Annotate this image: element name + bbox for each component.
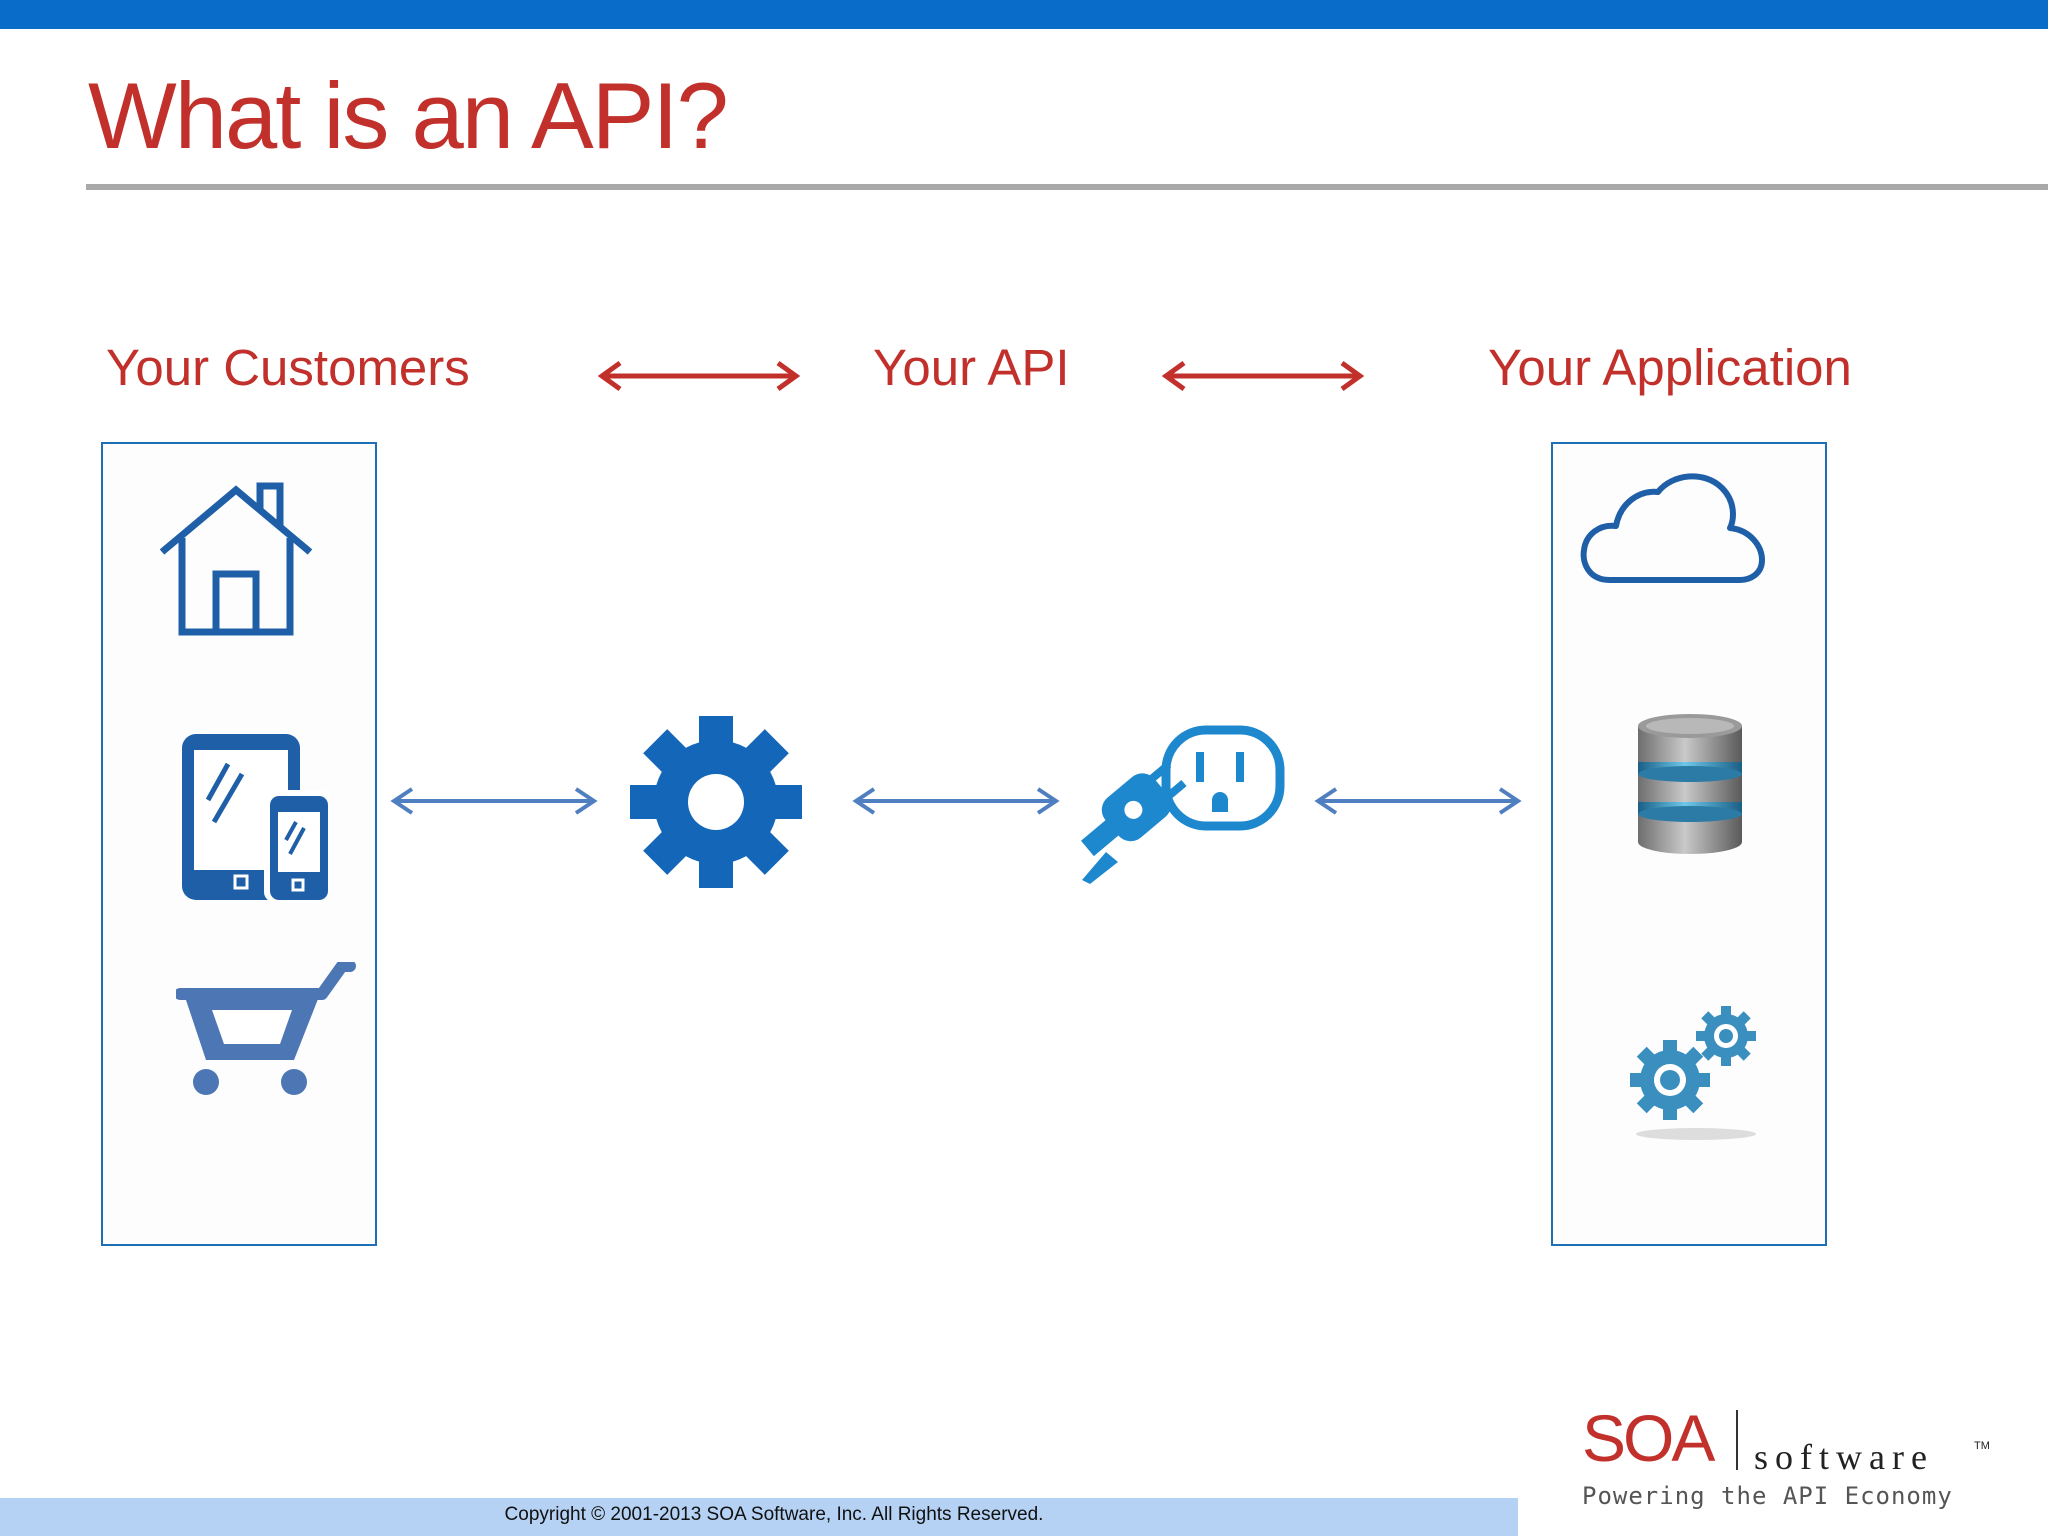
double-arrow-api-application <box>1161 360 1365 392</box>
double-arrow-plug-application <box>1314 787 1522 815</box>
double-arrow-customers-api <box>597 360 801 392</box>
copyright-text: Copyright © 2001-2013 SOA Software, Inc.… <box>504 1504 1044 1525</box>
double-arrow-gear-plug <box>852 787 1060 815</box>
plug-socket-icon <box>1081 725 1285 884</box>
shopping-cart-icon <box>176 962 356 1095</box>
logo-divider <box>1736 1410 1738 1470</box>
gear-icon <box>630 716 802 888</box>
label-your-api: Your API <box>873 339 1070 396</box>
slide-title: What is an API? <box>88 63 729 168</box>
database-icon <box>1638 714 1742 854</box>
logo-tagline: Powering the API Economy <box>1582 1482 1953 1510</box>
label-your-customers: Your Customers <box>106 339 470 396</box>
soa-software-logo: SOA software TM Powering the API Economy <box>1578 1400 1998 1520</box>
tablet-phone-icon <box>182 734 330 902</box>
logo-word: software <box>1754 1437 1934 1477</box>
house-icon <box>159 482 313 636</box>
logo-tm: TM <box>1974 1440 1990 1452</box>
double-arrow-customers-gear <box>390 787 598 815</box>
gears-icon <box>1630 1006 1756 1140</box>
logo-brand: SOA <box>1582 1401 1715 1475</box>
footer-bar <box>0 1498 1518 1536</box>
label-your-application: Your Application <box>1488 339 1852 396</box>
top-bar <box>0 0 2048 29</box>
cloud-icon <box>1580 473 1765 583</box>
title-rule <box>86 184 2048 190</box>
